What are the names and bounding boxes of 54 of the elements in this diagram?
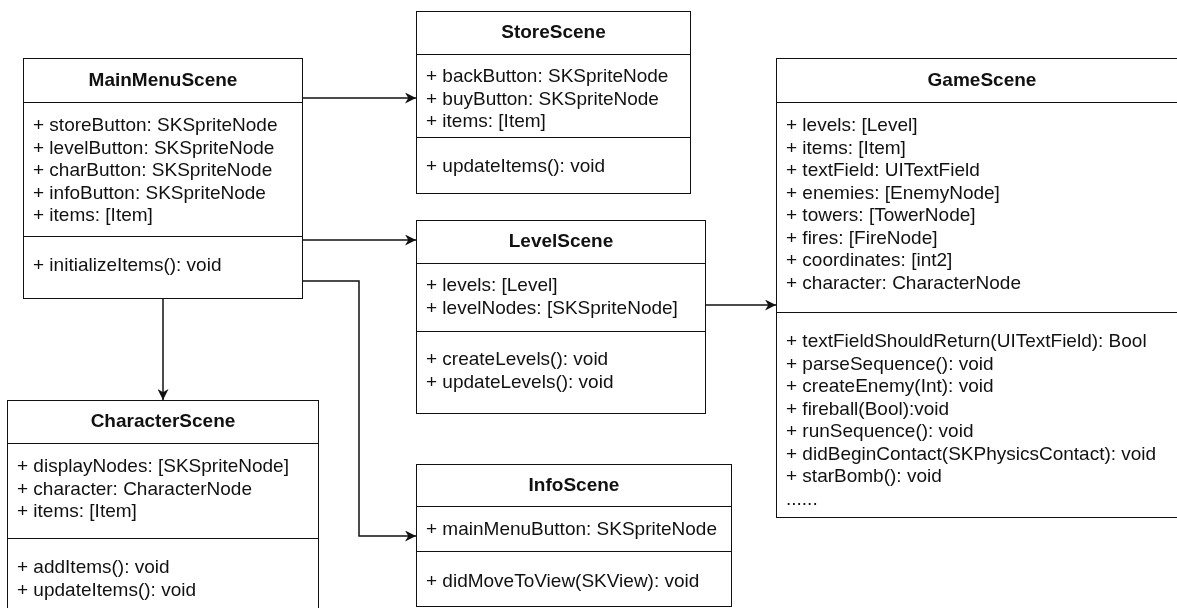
member-text: + didBeginContact(SKPhysicsContact): void [786, 442, 1157, 465]
member-text: + storeButton: SKSpriteNode [33, 114, 278, 137]
class-name: GameScene [926, 68, 1038, 92]
member-text: + initializeItems(): void [33, 254, 222, 277]
class-box [416, 11, 691, 194]
member-text: + displayNodes: [SKSpriteNode] [17, 455, 289, 478]
member-text: + enemies: [EnemyNode] [786, 181, 1000, 204]
member-text: + starBomb(): void [786, 465, 942, 488]
arrow [302, 92, 417, 104]
member-text: + updateItems(): void [17, 578, 196, 601]
member-text: + character: CharacterNode [786, 271, 1021, 294]
member-text: + updateItems(): void [426, 155, 605, 178]
arrow [302, 234, 417, 246]
member-text: + fires: [FireNode] [786, 226, 938, 249]
class-box [416, 464, 732, 607]
member-text: + textField: UITextField [786, 159, 980, 182]
arrow [705, 299, 777, 311]
member-text: + createLevels(): void [426, 348, 609, 371]
member-text: + levels: [Level] [426, 274, 558, 297]
member-text: + parseSequence(): void [786, 352, 994, 375]
class-box [776, 58, 1177, 518]
class-name: LevelScene [507, 229, 615, 253]
member-text: + fireball(Bool):void [786, 397, 950, 420]
member-text: + textFieldShouldReturn(UITextField): Bool [786, 330, 1147, 353]
member-text: + runSequence(): void [786, 420, 974, 443]
member-text: + infoButton: SKSpriteNode [33, 181, 266, 204]
member-text: + addItems(): void [17, 556, 170, 579]
arrow [302, 280, 417, 542]
member-text: + didMoveToView(SKView): void [426, 570, 700, 593]
member-text: + coordinates: [int2] [786, 249, 953, 272]
member-text: + charButton: SKSpriteNode [33, 159, 273, 182]
member-text: + levelNodes: [SKSpriteNode] [426, 296, 678, 319]
member-text: + items: [Item] [33, 204, 153, 227]
member-text: + items: [Item] [786, 136, 906, 159]
class-box [416, 220, 706, 414]
class-box [23, 58, 303, 299]
class-name: CharacterScene [89, 409, 237, 433]
class-name: StoreScene [500, 20, 607, 44]
arrow [157, 298, 169, 401]
member-text: + buyButton: SKSpriteNode [426, 87, 659, 110]
member-text: + items: [Item] [17, 500, 137, 523]
member-text: + mainMenuButton: SKSpriteNode [426, 518, 717, 541]
member-text: + updateLevels(): void [426, 370, 614, 393]
member-text: + levelButton: SKSpriteNode [33, 136, 275, 159]
member-text: + towers: [TowerNode] [786, 204, 976, 227]
member-text: + createEnemy(Int): void [786, 375, 994, 398]
member-text: ...... [786, 487, 818, 510]
class-name: MainMenuScene [87, 68, 239, 92]
class-box [7, 400, 319, 608]
class-name: InfoScene [527, 473, 621, 497]
member-text: + levels: [Level] [786, 114, 918, 137]
member-text: + items: [Item] [426, 110, 546, 133]
member-text: + backButton: SKSpriteNode [426, 65, 669, 88]
member-text: + character: CharacterNode [17, 477, 252, 500]
